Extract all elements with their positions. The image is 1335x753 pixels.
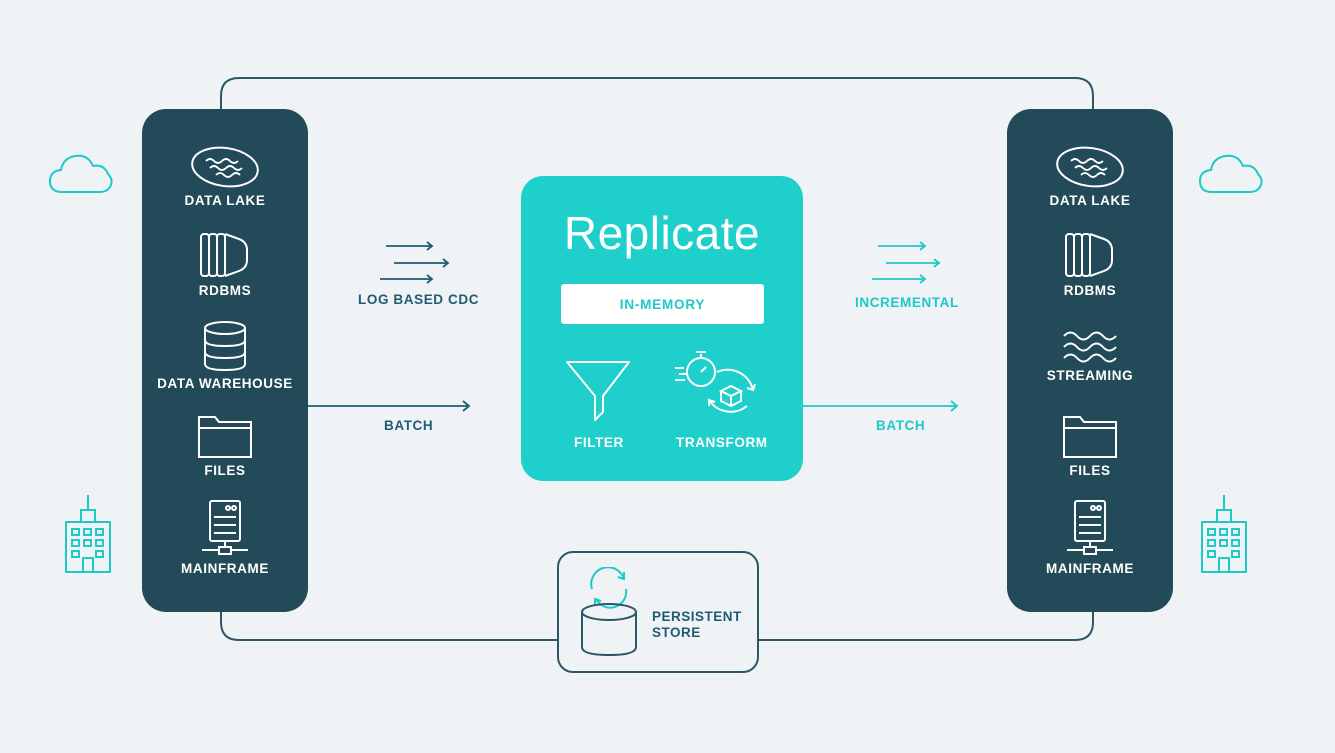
data-lake-icon: [191, 146, 259, 188]
top-loop-line: [220, 77, 1094, 109]
item-label: DATA WAREHOUSE: [157, 376, 293, 391]
sources-panel: DATA LAKE RDBMS: [142, 109, 308, 612]
mainframe-icon: [202, 500, 248, 555]
rdbms-icon: [200, 233, 248, 277]
target-mainframe: MAINFRAME: [1007, 499, 1173, 576]
item-label: MAINFRAME: [1046, 561, 1134, 576]
data-warehouse-icon: [204, 321, 246, 372]
building-icon: [1201, 495, 1247, 573]
target-rdbms: RDBMS: [1007, 231, 1173, 298]
replicate-title: Replicate: [563, 207, 761, 259]
item-label: MAINFRAME: [181, 561, 269, 576]
filter-icon: [566, 361, 630, 421]
targets-panel: DATA LAKE RDBMS STREAMING: [1007, 109, 1173, 612]
persistent-store-icon: [581, 567, 637, 657]
item-label: DATA LAKE: [184, 193, 266, 208]
log-cdc-label: LOG BASED CDC: [358, 292, 480, 307]
source-mainframe: MAINFRAME: [142, 499, 308, 576]
bottom-right-line: [759, 612, 1094, 641]
transform-icon: [675, 351, 756, 413]
batch-out-arrow: [803, 400, 959, 412]
filter-label: FILTER: [574, 435, 624, 450]
cloud-icon: [1198, 154, 1263, 193]
incremental-label: INCREMENTAL: [855, 295, 959, 310]
persistent-store-box: PERSISTENT STORE: [557, 551, 759, 673]
store-line-1: PERSISTENT: [652, 609, 742, 624]
batch-in-label: BATCH: [384, 418, 434, 433]
incremental-arrows: [872, 241, 941, 284]
source-files: FILES: [142, 413, 308, 478]
target-data-lake: DATA LAKE: [1007, 145, 1173, 208]
rdbms-icon: [1065, 233, 1113, 277]
source-data-lake: DATA LAKE: [142, 145, 308, 208]
item-label: STREAMING: [1046, 368, 1134, 383]
streaming-icon: [1063, 331, 1117, 363]
mainframe-icon: [1067, 500, 1113, 555]
batch-in-arrow: [308, 400, 471, 412]
replicate-box: Replicate IN-MEMORY FILTER: [521, 176, 803, 481]
persistent-store-label: PERSISTENT STORE: [652, 609, 742, 641]
transform-label: TRANSFORM: [676, 435, 768, 450]
item-label: FILES: [204, 463, 246, 478]
cloud-icon: [48, 154, 113, 193]
in-memory-label: IN-MEMORY: [561, 284, 764, 324]
source-data-warehouse: DATA WAREHOUSE: [142, 320, 308, 391]
batch-out-label: BATCH: [876, 418, 926, 433]
source-rdbms: RDBMS: [142, 231, 308, 298]
target-files: FILES: [1007, 413, 1173, 478]
bottom-left-line: [220, 612, 557, 641]
item-label: RDBMS: [198, 283, 252, 298]
item-label: RDBMS: [1063, 283, 1117, 298]
item-label: FILES: [1069, 463, 1111, 478]
log-cdc-arrows: [380, 241, 450, 284]
item-label: DATA LAKE: [1049, 193, 1131, 208]
folder-icon: [1063, 416, 1117, 458]
store-line-2: STORE: [652, 625, 701, 640]
data-lake-icon: [1056, 146, 1124, 188]
building-icon: [65, 495, 111, 573]
target-streaming: STREAMING: [1007, 328, 1173, 383]
folder-icon: [198, 416, 252, 458]
